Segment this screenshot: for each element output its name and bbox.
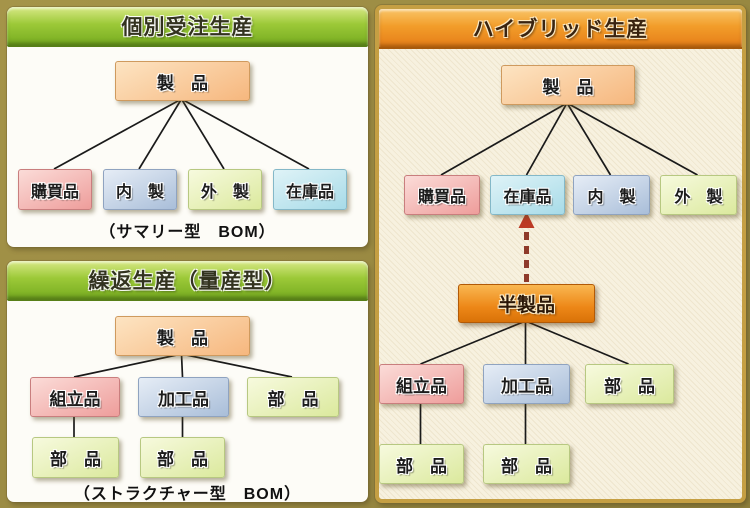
panel-hybrid-production: ハイブリッド生産 製 品 購買品 在庫品 内 製 外 製 半製品 組立品 加工品… [375, 5, 746, 503]
box-outsourced: 外 製 [660, 175, 737, 215]
box-semi-finished-product: 半製品 [458, 284, 595, 323]
box-part: 部 品 [585, 364, 674, 404]
box-outsourced: 外 製 [188, 169, 262, 210]
box-processed-item: 加工品 [483, 364, 570, 404]
box-purchased-item: 購買品 [18, 169, 92, 210]
box-stock-item: 在庫品 [273, 169, 347, 210]
caption-summary-bom: （サマリー型 BOM） [99, 224, 276, 241]
box-assembly-item: 組立品 [379, 364, 464, 404]
box-part: 部 品 [140, 437, 225, 478]
box-inhouse: 内 製 [573, 175, 650, 215]
panel-title-individual-order: 個別受注生産 [7, 7, 368, 47]
panel-repetitive-production: 繰返生産（量産型） 製 品 組立品 加工品 部 品 部 品 部 品 （ストラクチ… [7, 261, 368, 503]
box-product: 製 品 [115, 316, 250, 356]
panel-individual-order-production: 個別受注生産 製 品 購買品 内 製 外 製 在庫品 （サマリー型 BOM） [7, 7, 368, 247]
panel-title-repetitive: 繰返生産（量産型） [7, 261, 368, 301]
box-part: 部 品 [247, 377, 339, 417]
panel-title-hybrid: ハイブリッド生産 [379, 9, 742, 49]
box-product: 製 品 [115, 61, 250, 101]
box-processed-item: 加工品 [138, 377, 229, 417]
box-product: 製 品 [501, 65, 635, 105]
box-purchased-item: 購買品 [404, 175, 480, 215]
box-assembly-item: 組立品 [30, 377, 120, 417]
box-part: 部 品 [483, 444, 570, 484]
box-part: 部 品 [32, 437, 119, 478]
box-part: 部 品 [379, 444, 464, 484]
box-stock-item: 在庫品 [490, 175, 565, 215]
caption-structure-bom: （ストラクチャー型 BOM） [73, 486, 302, 503]
box-inhouse: 内 製 [103, 169, 177, 210]
